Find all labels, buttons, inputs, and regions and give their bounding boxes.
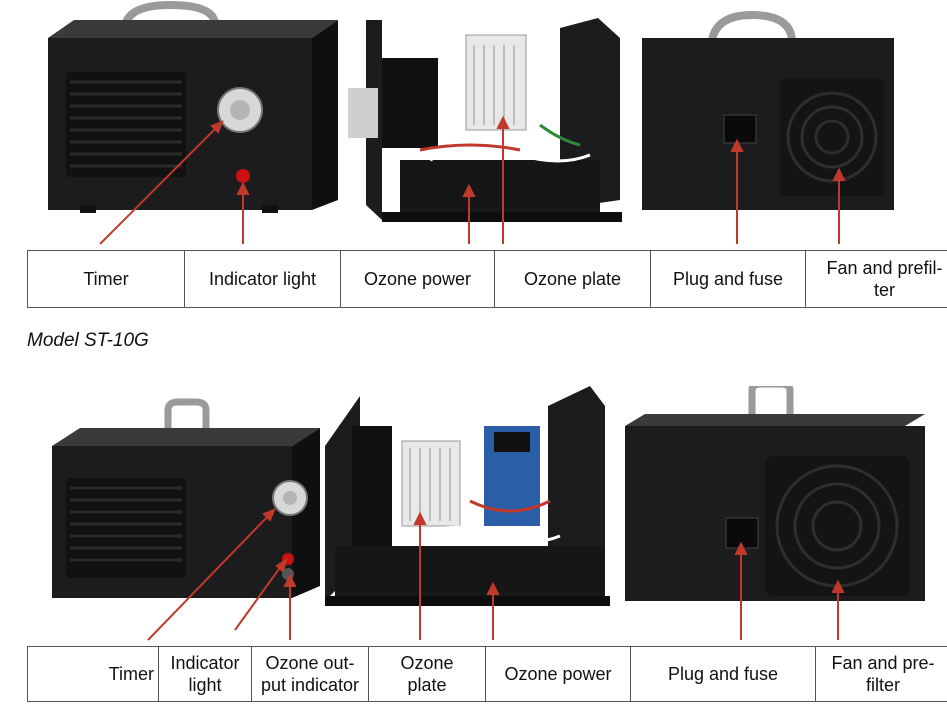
device-front-photo <box>52 398 320 598</box>
fan-grille-icon <box>780 78 884 196</box>
label-cell: Ozone power <box>485 646 631 702</box>
label-cell: Plug and fuse <box>630 646 816 702</box>
label-cell: Fan and pre- filter <box>815 646 947 702</box>
label-cell: Timer <box>27 646 159 702</box>
model-caption: Model ST-10G <box>27 330 149 351</box>
callout-arrows <box>99 115 846 245</box>
plug-socket-icon <box>725 517 759 549</box>
timer-knob-icon <box>272 480 308 516</box>
product-photos-bottom <box>52 386 925 641</box>
device-interior-photo <box>325 386 610 606</box>
device-back-photo <box>642 10 894 210</box>
parts-label-table-top: Timer Indicator light Ozone power Ozone … <box>27 250 947 308</box>
callout-arrows <box>147 508 845 641</box>
device-interior-photo <box>348 18 622 222</box>
label-cell: Timer <box>27 250 185 308</box>
label-cell: Ozone out- put indicator <box>251 646 369 702</box>
label-cell: Ozone plate <box>368 646 486 702</box>
plug-socket-icon <box>723 114 757 144</box>
table-row: Timer Indicator light Ozone out- put ind… <box>27 646 947 702</box>
label-cell: Indicator light <box>158 646 252 702</box>
indicator-light-icon <box>236 169 250 183</box>
timer-knob-icon <box>217 87 263 133</box>
label-cell: Plug and fuse <box>650 250 806 308</box>
product-photos-top <box>48 0 894 245</box>
fan-grille-icon <box>765 456 910 596</box>
parts-label-table-bottom: Timer Indicator light Ozone out- put ind… <box>27 646 947 702</box>
label-cell: Ozone plate <box>494 250 651 308</box>
label-cell: Indicator light <box>184 250 341 308</box>
label-cell: Fan and prefil- ter <box>805 250 947 308</box>
device-back-photo <box>625 386 925 601</box>
label-cell: Ozone power <box>340 250 495 308</box>
table-row: Timer Indicator light Ozone power Ozone … <box>27 250 947 308</box>
device-front-photo <box>48 0 338 213</box>
